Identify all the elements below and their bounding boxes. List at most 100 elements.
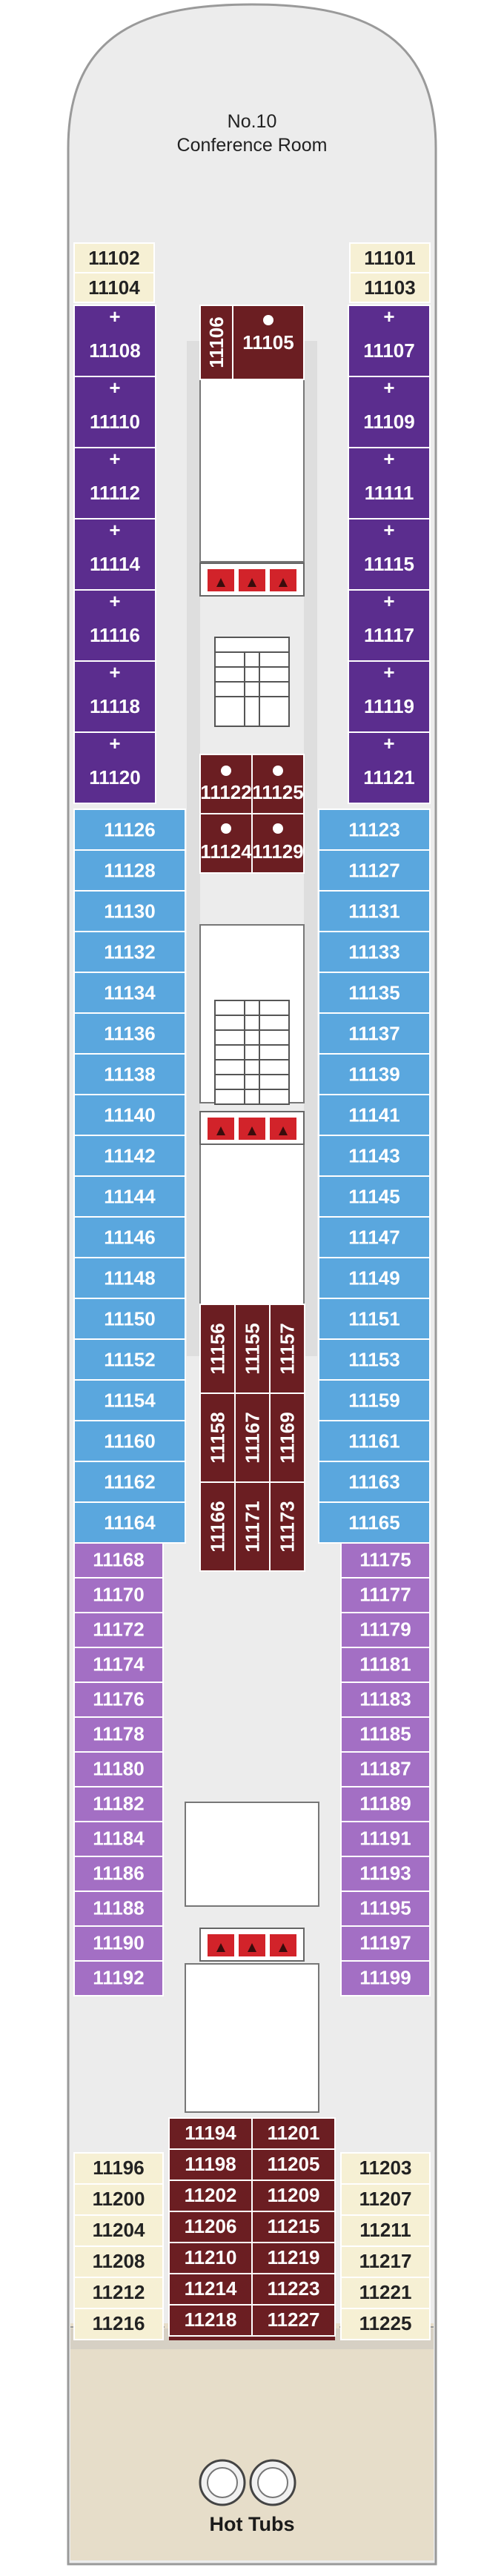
- cabin-11160[interactable]: 11160: [73, 1420, 186, 1462]
- cabin-11148[interactable]: 11148: [73, 1257, 186, 1299]
- cabin-11108[interactable]: 11108+: [73, 305, 156, 377]
- cabin-11161[interactable]: 11161: [318, 1420, 431, 1462]
- cabin-11183[interactable]: 11183: [340, 1682, 431, 1718]
- cabin-11143[interactable]: 11143: [318, 1135, 431, 1177]
- cabin-11125[interactable]: 11125: [251, 754, 305, 814]
- cabin-11204[interactable]: 11204: [73, 2214, 164, 2247]
- cabin-11179[interactable]: 11179: [340, 1612, 431, 1648]
- cabin-11147[interactable]: 11147: [318, 1216, 431, 1258]
- cabin-11102[interactable]: 11102: [73, 242, 155, 273]
- cabin-11167[interactable]: 11167: [234, 1392, 271, 1483]
- cabin-11209[interactable]: 11209: [251, 2180, 336, 2212]
- cabin-11197[interactable]: 11197: [340, 1925, 431, 1962]
- cabin-11170[interactable]: 11170: [73, 1577, 164, 1613]
- cabin-11210[interactable]: 11210: [168, 2242, 253, 2274]
- cabin-11227[interactable]: 11227: [251, 2304, 336, 2337]
- cabin-11168[interactable]: 11168: [73, 1542, 164, 1579]
- cabin-11175[interactable]: 11175: [340, 1542, 431, 1579]
- cabin-11117[interactable]: 11117+: [348, 589, 431, 662]
- cabin-11221[interactable]: 11221: [340, 2277, 431, 2309]
- cabin-11142[interactable]: 11142: [73, 1135, 186, 1177]
- cabin-11116[interactable]: 11116+: [73, 589, 156, 662]
- cabin-11126[interactable]: 11126: [73, 809, 186, 851]
- cabin-11114[interactable]: 11114+: [73, 518, 156, 591]
- cabin-11145[interactable]: 11145: [318, 1175, 431, 1218]
- cabin-11138[interactable]: 11138: [73, 1053, 186, 1095]
- cabin-11206[interactable]: 11206: [168, 2211, 253, 2243]
- cabin-11131[interactable]: 11131: [318, 890, 431, 932]
- cabin-11118[interactable]: 11118+: [73, 660, 156, 733]
- cabin-11225[interactable]: 11225: [340, 2308, 431, 2340]
- cabin-11164[interactable]: 11164: [73, 1501, 186, 1544]
- cabin-11205[interactable]: 11205: [251, 2148, 336, 2181]
- cabin-11146[interactable]: 11146: [73, 1216, 186, 1258]
- cabin-11123[interactable]: 11123: [318, 809, 431, 851]
- cabin-11181[interactable]: 11181: [340, 1647, 431, 1683]
- cabin-11195[interactable]: 11195: [340, 1890, 431, 1927]
- cabin-11216[interactable]: 11216: [73, 2308, 164, 2340]
- cabin-11185[interactable]: 11185: [340, 1716, 431, 1753]
- cabin-11200[interactable]: 11200: [73, 2183, 164, 2216]
- cabin-11189[interactable]: 11189: [340, 1786, 431, 1822]
- cabin-11135[interactable]: 11135: [318, 972, 431, 1014]
- cabin-11103[interactable]: 11103: [349, 272, 431, 303]
- cabin-11106[interactable]: 11106: [199, 305, 233, 380]
- cabin-11165[interactable]: 11165: [318, 1501, 431, 1544]
- cabin-11134[interactable]: 11134: [73, 972, 186, 1014]
- cabin-11141[interactable]: 11141: [318, 1094, 431, 1136]
- cabin-11194[interactable]: 11194: [168, 2117, 253, 2150]
- cabin-11107[interactable]: 11107+: [348, 305, 431, 377]
- cabin-11187[interactable]: 11187: [340, 1751, 431, 1787]
- cabin-11219[interactable]: 11219: [251, 2242, 336, 2274]
- cabin-11212[interactable]: 11212: [73, 2277, 164, 2309]
- cabin-11109[interactable]: 11109+: [348, 376, 431, 448]
- cabin-11172[interactable]: 11172: [73, 1612, 164, 1648]
- cabin-11121[interactable]: 11121+: [348, 731, 431, 804]
- cabin-11198[interactable]: 11198: [168, 2148, 253, 2181]
- cabin-11150[interactable]: 11150: [73, 1298, 186, 1340]
- cabin-11139[interactable]: 11139: [318, 1053, 431, 1095]
- cabin-11124[interactable]: 11124: [199, 813, 253, 874]
- cabin-11119[interactable]: 11119+: [348, 660, 431, 733]
- cabin-11214[interactable]: 11214: [168, 2273, 253, 2306]
- cabin-11193[interactable]: 11193: [340, 1856, 431, 1892]
- cabin-11162[interactable]: 11162: [73, 1461, 186, 1503]
- cabin-11120[interactable]: 11120+: [73, 731, 156, 804]
- cabin-11178[interactable]: 11178: [73, 1716, 164, 1753]
- cabin-11115[interactable]: 11115+: [348, 518, 431, 591]
- cabin-11217[interactable]: 11217: [340, 2245, 431, 2278]
- cabin-11207[interactable]: 11207: [340, 2183, 431, 2216]
- cabin-11201[interactable]: 11201: [251, 2117, 336, 2150]
- cabin-11122[interactable]: 11122: [199, 754, 253, 814]
- cabin-11154[interactable]: 11154: [73, 1379, 186, 1421]
- cabin-11182[interactable]: 11182: [73, 1786, 164, 1822]
- cabin-11180[interactable]: 11180: [73, 1751, 164, 1787]
- cabin-11176[interactable]: 11176: [73, 1682, 164, 1718]
- cabin-11105[interactable]: 11105: [232, 305, 305, 380]
- cabin-11166[interactable]: 11166: [199, 1481, 236, 1572]
- cabin-11190[interactable]: 11190: [73, 1925, 164, 1962]
- cabin-11157[interactable]: 11157: [269, 1304, 305, 1394]
- cabin-11158[interactable]: 11158: [199, 1392, 236, 1483]
- cabin-11127[interactable]: 11127: [318, 849, 431, 892]
- cabin-11140[interactable]: 11140: [73, 1094, 186, 1136]
- cabin-11211[interactable]: 11211: [340, 2214, 431, 2247]
- cabin-11153[interactable]: 11153: [318, 1338, 431, 1381]
- cabin-11101[interactable]: 11101: [349, 242, 431, 273]
- cabin-11192[interactable]: 11192: [73, 1960, 164, 1996]
- cabin-11215[interactable]: 11215: [251, 2211, 336, 2243]
- cabin-11203[interactable]: 11203: [340, 2152, 431, 2185]
- cabin-11173[interactable]: 11173: [269, 1481, 305, 1572]
- cabin-11188[interactable]: 11188: [73, 1890, 164, 1927]
- cabin-11186[interactable]: 11186: [73, 1856, 164, 1892]
- cabin-11155[interactable]: 11155: [234, 1304, 271, 1394]
- cabin-11129[interactable]: 11129: [251, 813, 305, 874]
- cabin-11136[interactable]: 11136: [73, 1012, 186, 1055]
- cabin-11151[interactable]: 11151: [318, 1298, 431, 1340]
- cabin-11128[interactable]: 11128: [73, 849, 186, 892]
- cabin-11171[interactable]: 11171: [234, 1481, 271, 1572]
- cabin-11202[interactable]: 11202: [168, 2180, 253, 2212]
- cabin-11104[interactable]: 11104: [73, 272, 155, 303]
- cabin-11137[interactable]: 11137: [318, 1012, 431, 1055]
- cabin-11184[interactable]: 11184: [73, 1821, 164, 1857]
